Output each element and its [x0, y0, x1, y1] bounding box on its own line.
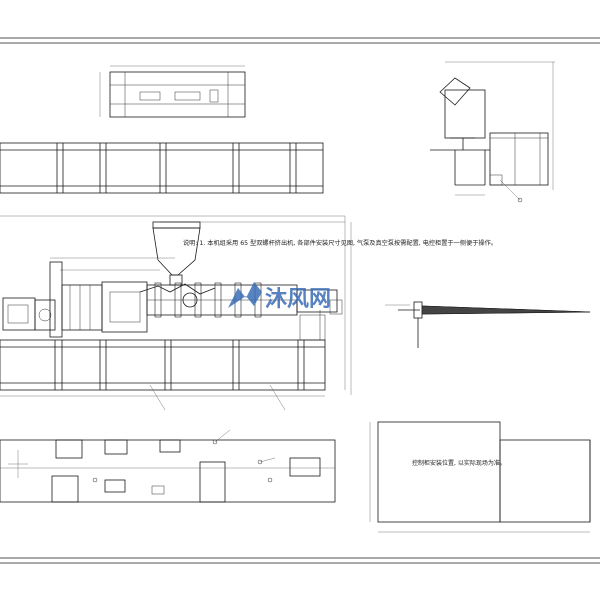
top-plan-view — [99, 65, 246, 118]
upper-frame-view — [0, 142, 324, 194]
watermark-logo: 沐风网 — [228, 282, 331, 312]
screw-detail-view — [385, 301, 591, 348]
control-cabinet-view — [369, 421, 591, 533]
floor-layout-view — [0, 429, 336, 503]
main-assembly-view — [0, 215, 352, 411]
cabinet-note-text: 控制柜安装位置, 以实际现场为准。 — [412, 459, 506, 467]
sheet-border — [0, 37, 600, 564]
main-note-text: 说明: 1. 本机组采用 65 型双螺杆挤出机, 各部件安装尺寸见图, 气泵及真… — [183, 239, 497, 247]
hopper-side-view — [430, 61, 555, 203]
watermark-text: 沐风网 — [265, 287, 331, 312]
